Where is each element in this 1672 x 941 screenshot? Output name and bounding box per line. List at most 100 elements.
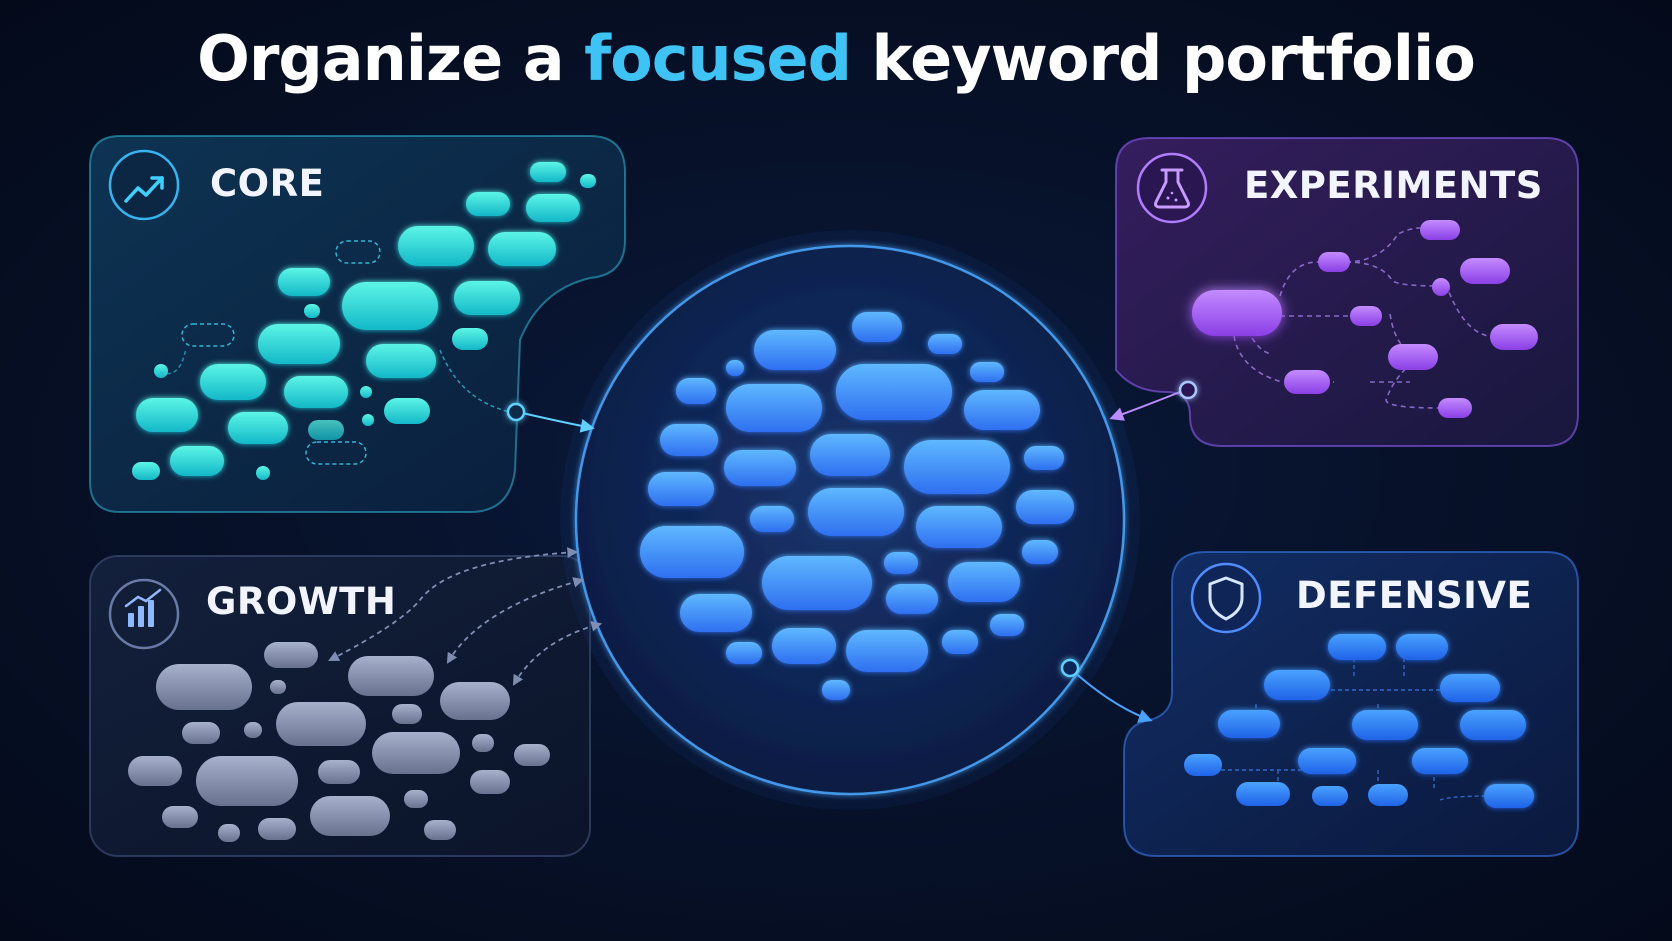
- keyword-pill: [1318, 252, 1350, 272]
- hub-to-defensive-arrow: [1071, 669, 1153, 723]
- experiments-label: EXPERIMENTS: [1244, 164, 1543, 207]
- keyword-pill: [1024, 446, 1064, 470]
- core-dashed-link: [159, 347, 187, 375]
- keyword-pill: [488, 232, 556, 266]
- core-label: CORE: [210, 162, 325, 205]
- keyword-pill: [836, 364, 952, 420]
- keyword-pill: [530, 162, 566, 182]
- keyword-pill: [304, 304, 320, 318]
- trend-up-icon: [124, 176, 164, 203]
- core-icon-badge: [108, 149, 180, 221]
- keyword-pill: [454, 281, 520, 315]
- title-suffix: keyword portfolio: [850, 22, 1476, 95]
- keyword-pill: [452, 328, 488, 350]
- keyword-pill: [470, 770, 510, 794]
- keyword-pill: [1328, 634, 1386, 660]
- keyword-pill: [258, 818, 296, 840]
- keyword-pill: [1396, 634, 1448, 660]
- keyword-pill: [754, 330, 836, 370]
- keyword-pill: [284, 376, 348, 408]
- keyword-pill: [170, 446, 224, 476]
- keyword-pill: [318, 760, 360, 784]
- keyword-pill: [398, 226, 474, 266]
- connectors: [328, 380, 1198, 723]
- keyword-pill: [270, 680, 286, 694]
- keyword-pill: [822, 680, 850, 700]
- keyword-pill: [1440, 674, 1500, 702]
- keyword-pill: [200, 364, 266, 400]
- keyword-pill: [640, 526, 744, 578]
- growth-icon-badge: [108, 578, 180, 650]
- keyword-pill: [852, 312, 902, 342]
- keyword-pill: [726, 384, 822, 432]
- keyword-pill: [1218, 710, 1280, 738]
- keyword-pill: [366, 344, 436, 378]
- hub-keyword-pills: [640, 312, 1074, 700]
- keyword-pill: [580, 174, 596, 188]
- keyword-pill: [526, 194, 580, 222]
- keyword-pill: [440, 682, 510, 720]
- keyword-pill: [1192, 290, 1282, 336]
- defensive-panel: [1123, 551, 1579, 857]
- keyword-pill: [916, 506, 1002, 548]
- keyword-pill: [154, 364, 168, 378]
- keyword-pill: [182, 722, 220, 744]
- keyword-pill: [726, 360, 744, 376]
- keyword-pill: [514, 744, 550, 766]
- keyword-pill: [264, 642, 318, 668]
- keyword-pill-outline: [181, 323, 235, 347]
- growth-label: GROWTH: [206, 580, 397, 623]
- title-highlight: focused: [584, 22, 852, 95]
- keyword-pill: [384, 398, 430, 424]
- keyword-pill: [1432, 278, 1450, 296]
- keyword-pill: [676, 378, 716, 404]
- experiments-keyword-pills: [1192, 220, 1538, 418]
- keyword-pill: [132, 462, 160, 480]
- experiments-connector-node: [1178, 380, 1198, 400]
- keyword-pill: [762, 556, 872, 610]
- keyword-pill: [948, 562, 1020, 602]
- keyword-pill: [680, 594, 752, 632]
- keyword-pill: [308, 420, 344, 440]
- keyword-pill: [1016, 490, 1074, 524]
- keyword-pill: [276, 702, 366, 746]
- keyword-pill: [724, 450, 796, 486]
- defensive-label: DEFENSIVE: [1296, 574, 1533, 617]
- keyword-pill: [884, 552, 918, 574]
- keyword-pill: [1352, 710, 1418, 740]
- keyword-pill: [466, 192, 510, 216]
- keyword-pill: [990, 614, 1024, 636]
- keyword-pill-outline: [335, 240, 381, 264]
- keyword-pill: [648, 472, 714, 506]
- central-portfolio-hub: [560, 230, 1140, 810]
- experiments-to-hub-arrow: [1109, 391, 1181, 421]
- experiments-panel: [1115, 137, 1579, 447]
- page-title: Organize a focused keyword portfolio: [0, 22, 1672, 95]
- title-prefix: Organize a: [197, 22, 585, 95]
- keyword-pill: [424, 820, 456, 840]
- keyword-pill: [362, 414, 374, 426]
- keyword-pill: [1412, 748, 1468, 774]
- keyword-pill: [726, 642, 762, 664]
- defensive-icon-badge: [1190, 562, 1262, 634]
- keyword-pill: [392, 704, 422, 724]
- keyword-pill: [660, 424, 718, 456]
- experiments-panel-frame: [1115, 137, 1579, 447]
- keyword-pill: [256, 466, 270, 480]
- keyword-pill: [1460, 710, 1526, 740]
- core-keyword-pills: [132, 162, 596, 480]
- keyword-pill: [904, 440, 1010, 494]
- keyword-pill: [1022, 540, 1058, 564]
- keyword-pill: [372, 732, 460, 774]
- defensive-keyword-pills: [1184, 634, 1534, 808]
- keyword-pill: [1484, 784, 1534, 808]
- keyword-pill: [964, 390, 1040, 430]
- keyword-pill: [928, 334, 962, 354]
- keyword-pill: [1368, 784, 1408, 806]
- keyword-pill: [218, 824, 240, 842]
- keyword-pill: [196, 756, 298, 806]
- keyword-pill: [1298, 748, 1356, 774]
- growth-keyword-pills: [128, 642, 550, 842]
- keyword-pill: [472, 734, 494, 752]
